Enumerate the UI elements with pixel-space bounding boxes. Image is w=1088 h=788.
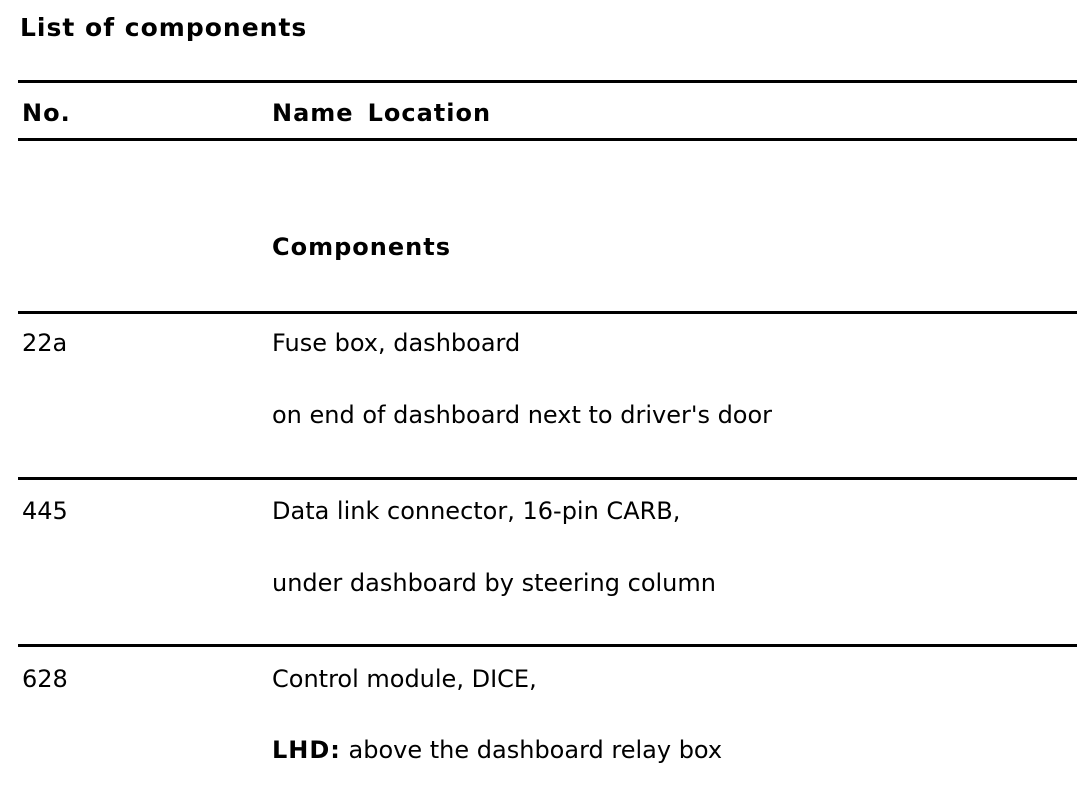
row-number: 22a (22, 329, 68, 357)
row-location: LHD: above the dashboard relay box (272, 736, 722, 764)
divider-row (18, 477, 1077, 480)
page-title: List of components (20, 13, 308, 42)
divider-row (18, 644, 1077, 647)
row-location-text: on end of dashboard next to driver's doo… (272, 401, 773, 429)
row-name: Control module, DICE, (272, 665, 537, 693)
divider-section (18, 311, 1077, 314)
row-location-text: above the dashboard relay box (348, 736, 723, 764)
row-number: 445 (22, 497, 68, 525)
row-location: under dashboard by steering column (272, 569, 716, 597)
column-header-location: Location (367, 99, 492, 127)
divider-top (18, 80, 1077, 83)
column-header-no: No. (22, 99, 71, 127)
row-number: 628 (22, 665, 68, 693)
row-name: Fuse box, dashboard (272, 329, 521, 357)
row-name: Data link connector, 16-pin CARB, (272, 497, 681, 525)
row-location-text: under dashboard by steering column (272, 569, 716, 597)
row-location: on end of dashboard next to driver's doo… (272, 401, 772, 429)
row-location-prefix: LHD: (272, 736, 341, 764)
column-header-name-location: Name Location (272, 99, 491, 127)
divider-header (18, 138, 1077, 141)
section-header-components: Components (272, 233, 451, 261)
column-header-name: Name (272, 99, 354, 127)
